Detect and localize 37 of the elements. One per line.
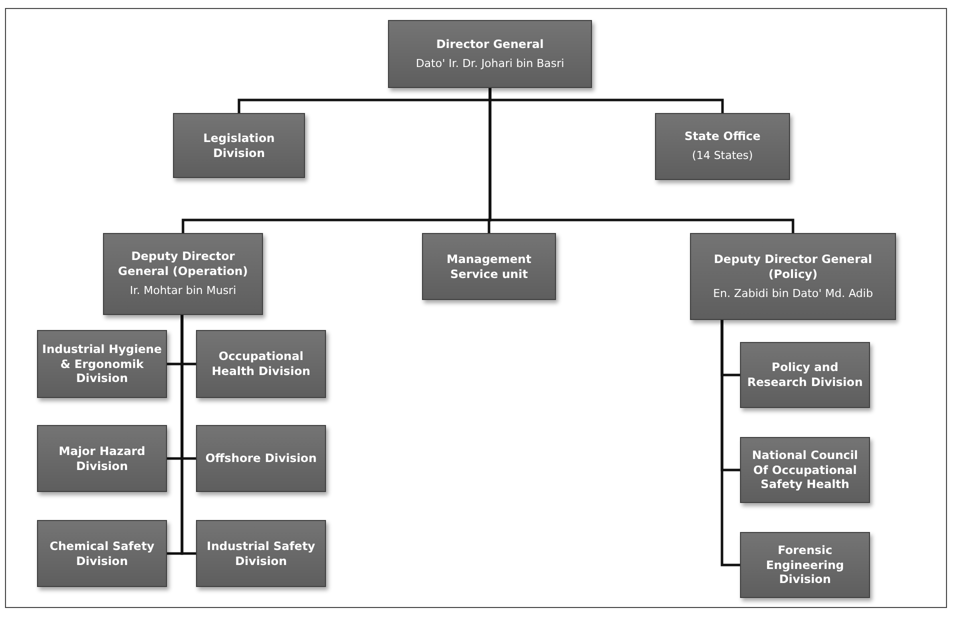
org-unit-box — [422, 233, 556, 300]
org-unit-box — [196, 330, 326, 398]
org-unit-box — [388, 20, 592, 88]
unit-title: Policy and Research Division — [746, 360, 864, 390]
unit-title: Director General — [436, 36, 544, 52]
org-unit-box — [37, 520, 167, 587]
unit-title: Forensic Engineering Division — [764, 542, 846, 588]
org-unit-box — [37, 425, 167, 492]
unit-subtitle: Dato' Ir. Dr. Johari bin Basri — [416, 56, 564, 72]
org-unit-box — [740, 532, 870, 598]
org-unit-box — [655, 113, 790, 180]
unit-title: Major Hazard Division — [58, 444, 146, 474]
unit-title: Deputy Director General (Policy) — [712, 252, 874, 282]
unit-subtitle: Ir. Mohtar bin Musri — [130, 284, 236, 299]
org-unit-box — [196, 425, 326, 492]
connector-line — [180, 315, 196, 555]
unit-title: Occupational Health Division — [210, 349, 312, 379]
unit-title: National Council Of Occupational Safety Health — [750, 448, 860, 492]
org-unit-box — [690, 233, 896, 320]
unit-title: Industrial Hygiene & Ergonomik Division — [42, 342, 162, 386]
unit-title: Legislation Division — [202, 130, 276, 160]
org-unit-box — [37, 330, 167, 398]
org-unit-box — [740, 342, 870, 408]
unit-title: Industrial Safety Division — [206, 538, 316, 568]
unit-title: State Office — [684, 129, 761, 144]
unit-title: Deputy Director General (Operation) — [117, 249, 249, 280]
org-unit-box — [740, 437, 870, 503]
unit-title: Management Service unit — [446, 252, 532, 282]
connector-line — [720, 320, 740, 566]
connector-line — [488, 88, 794, 233]
unit-subtitle: En. Zabidi bin Dato' Md. Adib — [713, 286, 873, 302]
unit-title: Chemical Safety Division — [48, 538, 156, 568]
unit-title: Offshore Division — [205, 451, 317, 466]
org-unit-box — [103, 233, 263, 315]
org-unit-box — [173, 113, 305, 178]
org-unit-box — [196, 520, 326, 587]
unit-subtitle: (14 States) — [692, 149, 753, 164]
